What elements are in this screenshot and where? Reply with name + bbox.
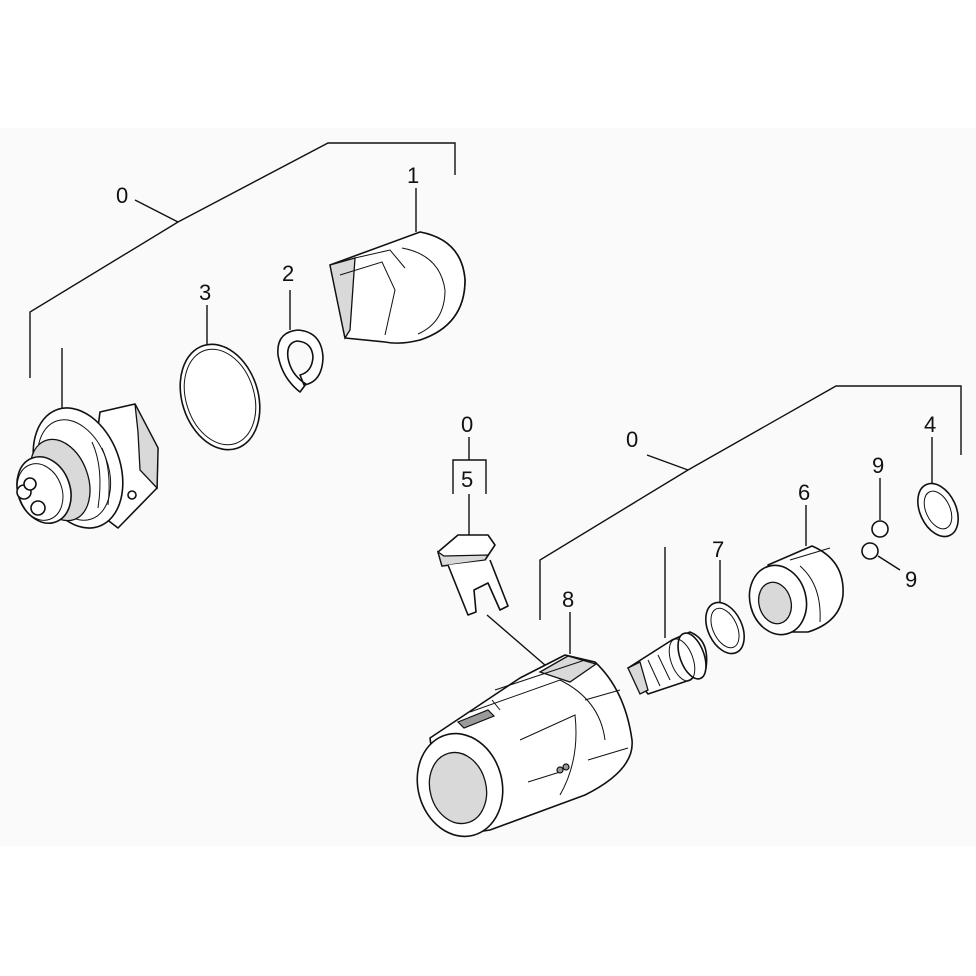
label-part-2: 2 — [282, 261, 294, 286]
part-8-housing — [416, 612, 633, 838]
part-2-snap-ring — [277, 290, 324, 393]
assembly-bracket-left — [29, 142, 456, 378]
label-part-1: 1 — [407, 163, 419, 188]
label-part-9-top: 9 — [872, 453, 884, 478]
label-assembly-left: 0 — [116, 183, 128, 208]
part-3-o-ring — [179, 305, 261, 451]
label-assembly-small: 0 — [461, 412, 473, 437]
valve-insert — [627, 547, 708, 695]
label-part-9-bottom: 9 — [905, 567, 917, 592]
assembly-bracket-small — [452, 437, 487, 535]
part-9-balls — [861, 478, 901, 571]
label-part-3: 3 — [199, 280, 211, 305]
part-1-sleeve — [329, 188, 466, 344]
assembly-bracket-right — [539, 385, 962, 620]
label-part-7: 7 — [712, 537, 724, 562]
label-part-5: 5 — [461, 467, 473, 492]
part-6-sleeve — [748, 505, 844, 636]
part-4-o-ring — [917, 437, 959, 538]
label-assembly-right: 0 — [626, 427, 638, 452]
label-part-4: 4 — [924, 412, 936, 437]
part-7-o-ring — [705, 560, 745, 655]
label-part-6: 6 — [798, 480, 810, 505]
label-part-8: 8 — [562, 587, 574, 612]
part-5-clip — [436, 534, 561, 679]
nozzle-body-left — [16, 348, 159, 529]
